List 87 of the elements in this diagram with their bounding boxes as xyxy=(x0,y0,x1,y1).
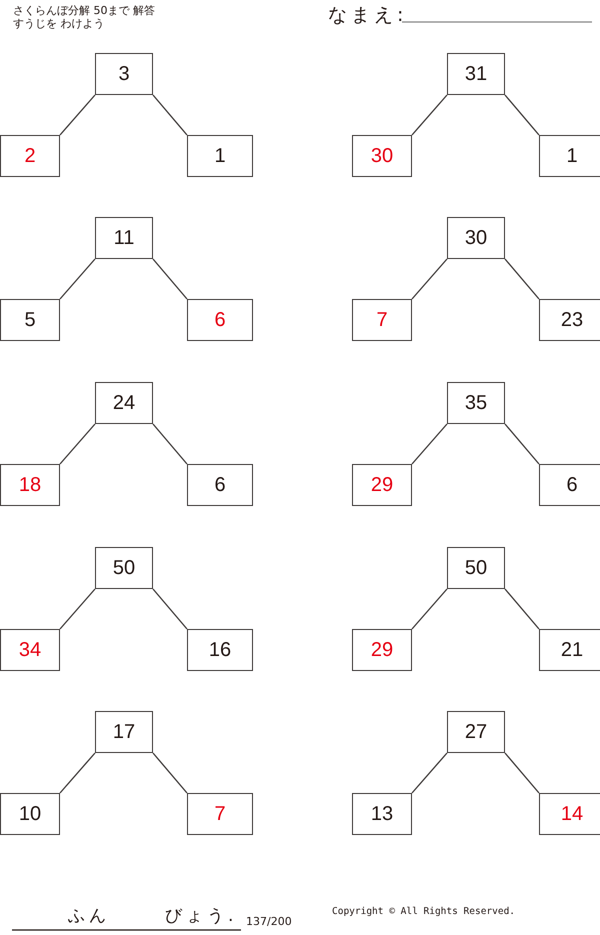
number-text: 17 xyxy=(112,720,136,744)
number-box xyxy=(352,793,412,835)
number-text: 18 xyxy=(18,474,42,496)
number-box xyxy=(0,464,60,506)
number-box xyxy=(539,135,600,177)
number-text: 50 xyxy=(464,556,488,580)
connector-line xyxy=(504,588,540,630)
number-text: 7 xyxy=(214,802,226,826)
number-box xyxy=(539,464,600,506)
number-box xyxy=(187,299,253,341)
connector-line xyxy=(60,424,96,464)
number-text: 6 xyxy=(566,474,578,496)
number-box xyxy=(0,135,60,177)
connector-line xyxy=(152,258,188,300)
number-box xyxy=(539,299,600,341)
number-text: 6 xyxy=(214,308,226,332)
number-box xyxy=(187,629,253,671)
number-text: 1 xyxy=(214,144,226,168)
connector-line xyxy=(412,258,448,300)
number-text: 10 xyxy=(18,802,42,826)
connector-line xyxy=(60,258,96,300)
number-box xyxy=(187,464,253,506)
number-box xyxy=(352,629,412,671)
number-text: 50 xyxy=(112,556,136,580)
copyright-text: Copyright © All Rights Reserved. xyxy=(332,906,516,917)
number-box xyxy=(95,711,153,753)
connector-line xyxy=(152,588,188,630)
number-box xyxy=(95,547,153,589)
number-text: 27 xyxy=(464,720,488,744)
number-text: 2 xyxy=(24,144,36,168)
number-box xyxy=(447,53,505,95)
number-box xyxy=(95,217,153,259)
number-text: 6 xyxy=(214,474,226,496)
score-text: 137/200 xyxy=(246,915,292,928)
number-box xyxy=(0,629,60,671)
connector-line xyxy=(412,94,448,136)
connector-line xyxy=(152,94,188,136)
connector-line xyxy=(60,752,96,794)
number-text: 11 xyxy=(114,226,134,250)
number-box xyxy=(447,547,505,589)
number-text: 3 xyxy=(118,62,130,86)
number-text: 30 xyxy=(370,144,394,168)
connector-line xyxy=(60,588,96,630)
minutes-label: ふん xyxy=(68,905,110,927)
number-box xyxy=(95,382,153,424)
number-box xyxy=(352,135,412,177)
number-text: 14 xyxy=(560,802,584,826)
instruction-text: すうじを わけよう xyxy=(13,16,104,31)
number-box xyxy=(539,629,600,671)
worksheet-title: さくらんぼ分解 50まで 解答 xyxy=(13,3,155,18)
number-box xyxy=(352,299,412,341)
number-text: 34 xyxy=(18,638,42,662)
number-text: 1 xyxy=(566,144,578,168)
connector-line xyxy=(504,94,540,136)
number-text: 7 xyxy=(376,308,388,332)
number-box xyxy=(447,382,505,424)
number-box xyxy=(0,299,60,341)
connector-line xyxy=(504,752,540,794)
number-text: 23 xyxy=(560,308,584,332)
number-text: 35 xyxy=(464,392,488,414)
number-box xyxy=(187,793,253,835)
connector-line xyxy=(412,424,448,464)
number-text: 31 xyxy=(464,62,488,86)
name-label: なまえ: xyxy=(328,3,408,28)
number-text: 5 xyxy=(24,308,36,332)
number-text: 16 xyxy=(208,638,232,662)
connector-line xyxy=(60,94,96,136)
connector-line xyxy=(504,258,540,300)
number-box xyxy=(447,711,505,753)
number-text: 30 xyxy=(464,226,488,250)
number-box xyxy=(352,464,412,506)
number-text: 29 xyxy=(370,638,394,662)
number-box xyxy=(539,793,600,835)
number-text: 29 xyxy=(370,474,394,496)
seconds-label: びょう. xyxy=(165,905,238,927)
number-box xyxy=(447,217,505,259)
connector-line xyxy=(152,752,188,794)
connector-line xyxy=(152,424,188,464)
connector-line xyxy=(504,424,540,464)
connector-line xyxy=(412,752,448,794)
number-text: 21 xyxy=(560,638,584,662)
number-box xyxy=(95,53,153,95)
number-text: 13 xyxy=(370,802,394,826)
connector-line xyxy=(412,588,448,630)
number-text: 24 xyxy=(112,392,136,414)
number-box xyxy=(0,793,60,835)
number-box xyxy=(187,135,253,177)
